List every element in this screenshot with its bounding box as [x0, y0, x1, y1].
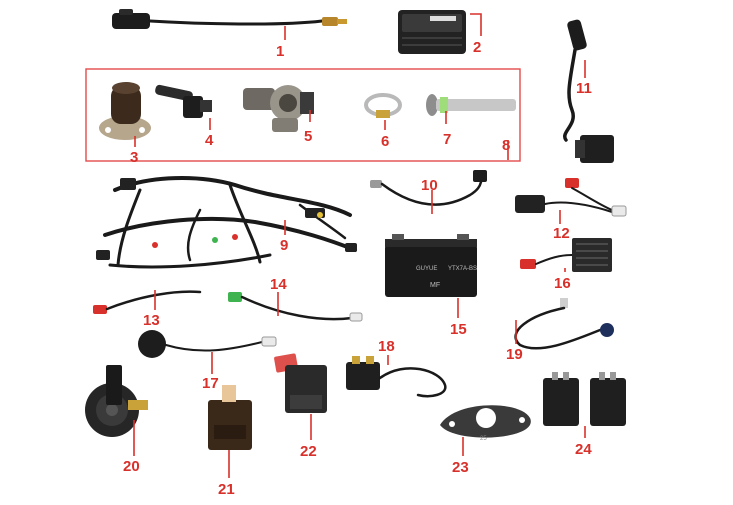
callout-17: 17	[202, 375, 219, 392]
callout-13: 13	[143, 312, 160, 329]
part-12-relay-wire	[515, 178, 627, 217]
battery-mark: MF	[430, 282, 440, 289]
callout-18: 18	[378, 338, 395, 355]
part-22-relay	[274, 353, 327, 413]
part-2-cdi-box	[398, 10, 466, 54]
callout-10: 10	[421, 177, 438, 194]
part-6-hose-clamp	[364, 93, 402, 118]
callout-1: 1	[276, 43, 284, 60]
part-23-gasket: 25	[440, 405, 531, 442]
part-4-sensor	[155, 84, 212, 118]
callout-8: 8	[502, 137, 510, 154]
callout-7: 7	[443, 131, 451, 148]
callout-11: 11	[576, 80, 592, 97]
part-14-wire	[228, 292, 363, 322]
callout-24: 24	[575, 441, 592, 458]
callout-3: 3	[130, 149, 138, 166]
part-18-starter-relay	[346, 356, 447, 398]
callout-23: 23	[452, 459, 469, 476]
callout-14: 14	[270, 276, 287, 293]
callout-9: 9	[280, 237, 288, 254]
callout-15: 15	[450, 321, 467, 338]
battery-brand: GUYUE	[416, 266, 437, 272]
callout-20: 20	[123, 458, 140, 475]
part-3-mount	[99, 82, 151, 140]
part-24-relays	[543, 372, 626, 426]
callout-21: 21	[218, 481, 235, 498]
part-5-carburetor	[243, 85, 314, 132]
part-21-flasher	[208, 385, 252, 450]
callout-2: 2	[473, 39, 481, 56]
callout-22: 22	[300, 443, 317, 460]
part-15-battery: GUYUE YTX7A-BS MF	[385, 234, 477, 297]
part-20-horn	[85, 365, 148, 437]
part-16-regulator	[520, 238, 612, 272]
callout-5: 5	[304, 128, 312, 145]
callout-16: 16	[554, 275, 571, 292]
part-17-switch	[138, 330, 277, 358]
callout-4: 4	[205, 132, 214, 149]
part-11-ignition-coil	[563, 19, 614, 163]
gasket-mark: 25	[480, 436, 487, 442]
callout-labels: 1 2 11 3 4 5 6 7 8 9 10 12 13 14 15 16 1…	[123, 39, 592, 498]
part-9-wiring-harness	[96, 176, 357, 269]
part-10-cable	[370, 170, 487, 206]
battery-model: YTX7A-BS	[448, 266, 477, 272]
part-7-bolt	[426, 94, 516, 116]
callout-19: 19	[506, 346, 523, 363]
callout-6: 6	[381, 133, 389, 150]
callout-leaders	[133, 13, 586, 478]
parts-group-frame	[85, 68, 521, 162]
part-13-wire	[93, 290, 202, 314]
callout-12: 12	[553, 225, 570, 242]
part-19-cable	[514, 298, 614, 350]
part-1-sensor-cable	[112, 9, 347, 29]
